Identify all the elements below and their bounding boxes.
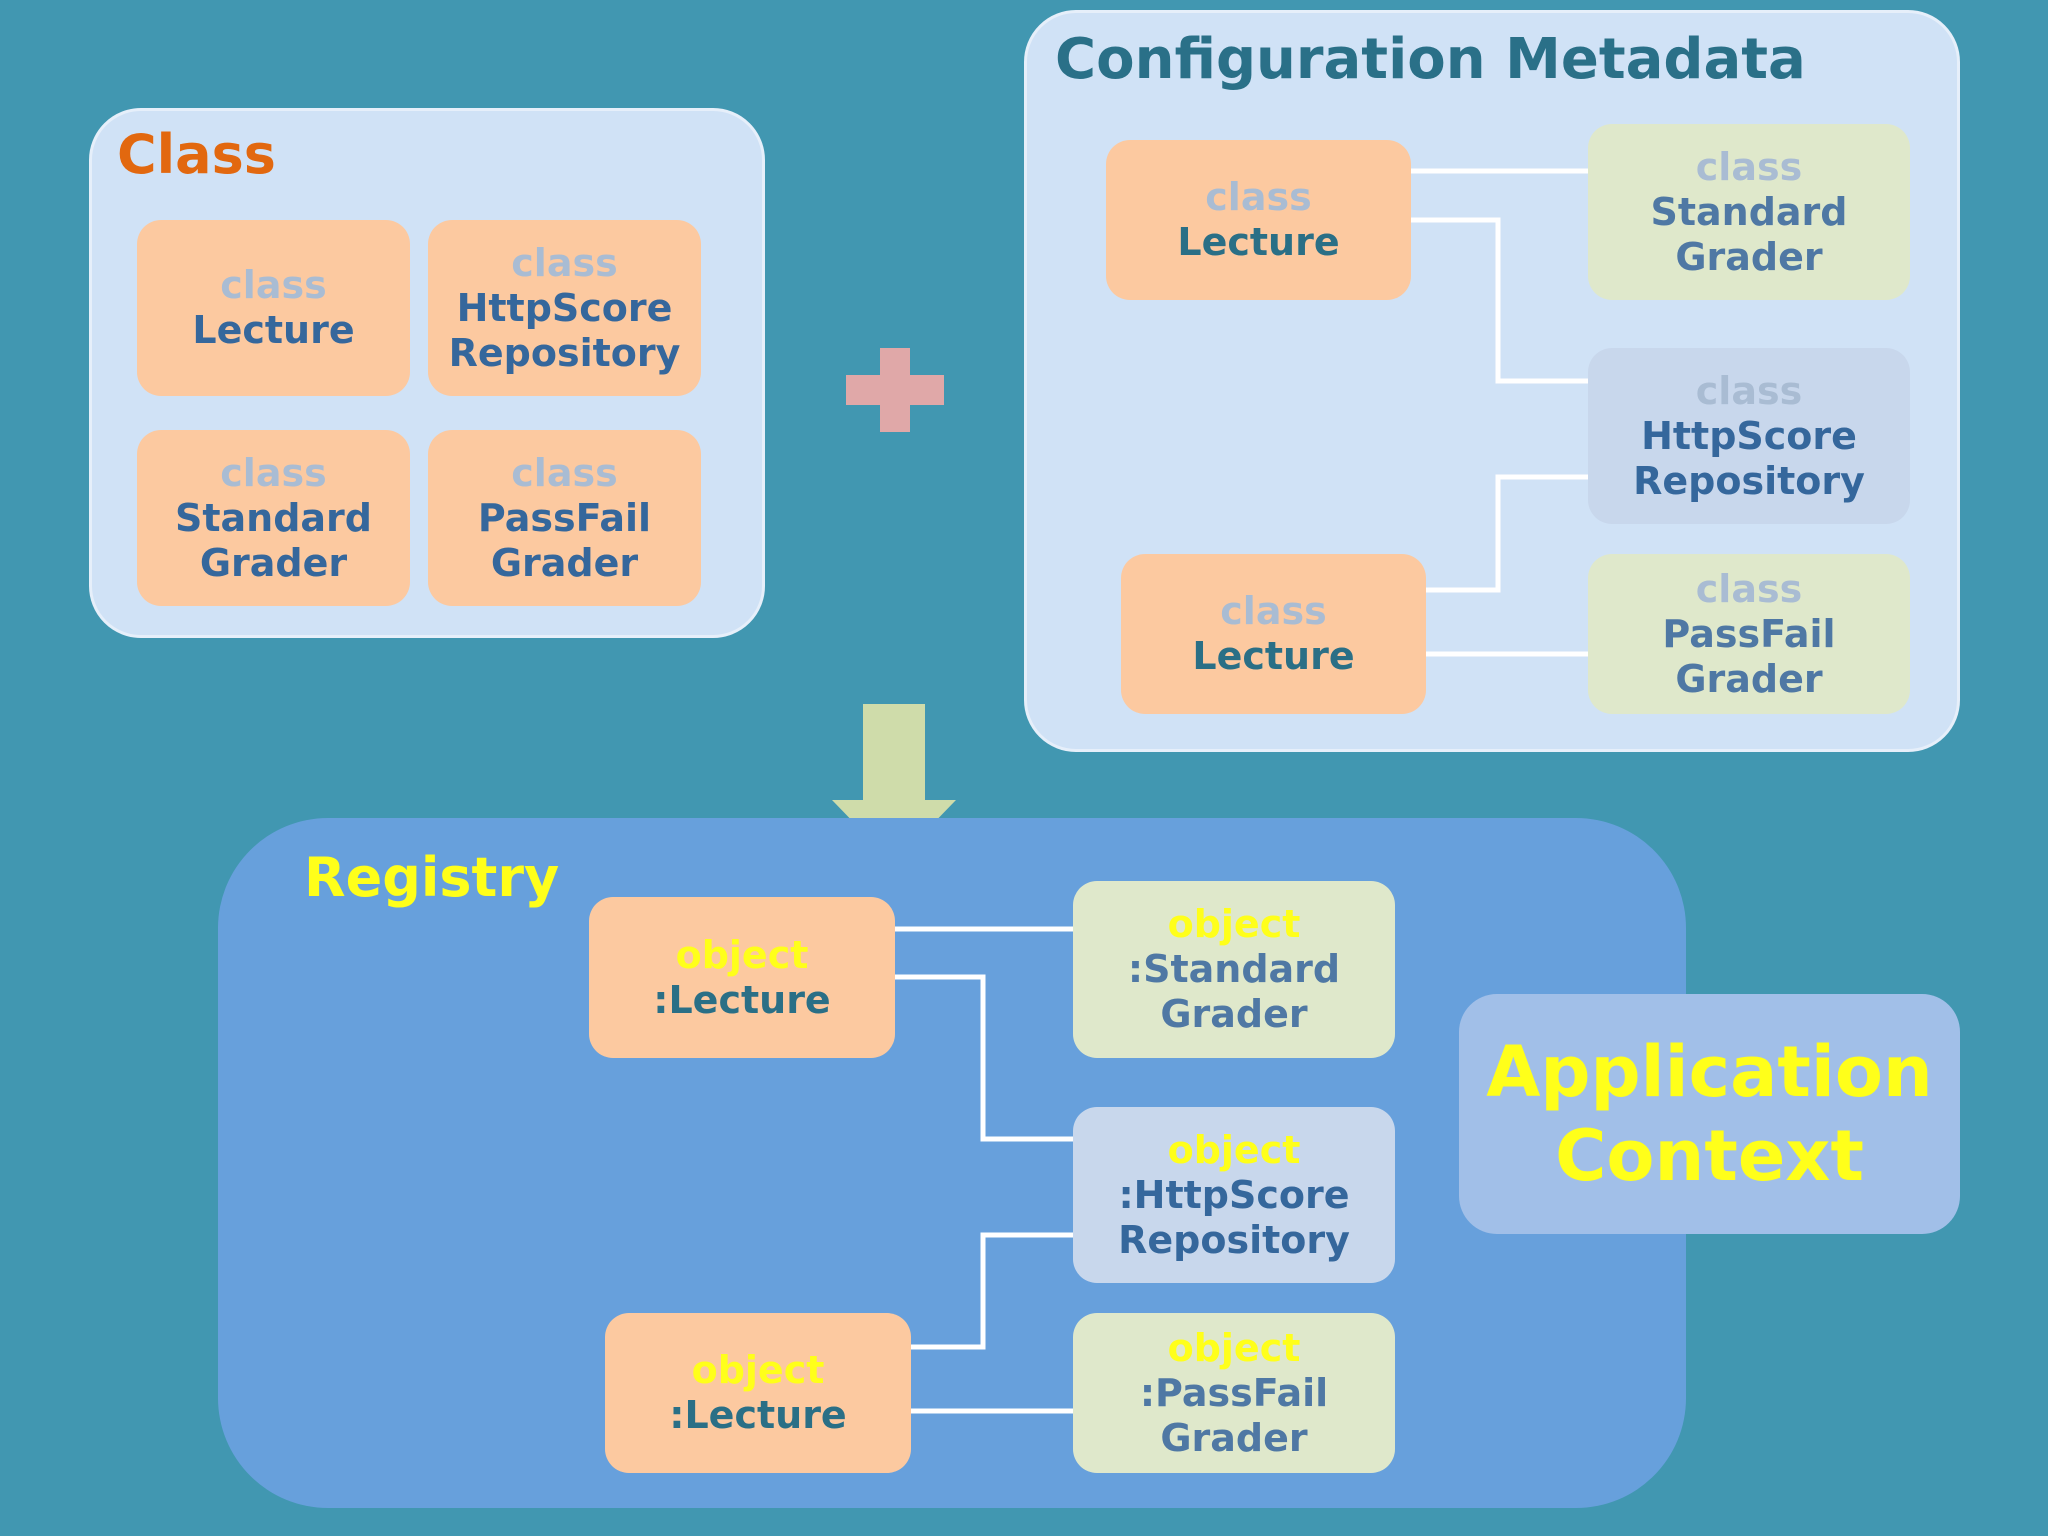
class-keyword: class [220, 263, 327, 307]
object-name-line1: :PassFail [1139, 1370, 1329, 1415]
class-box-httpscore-repository: class HttpScore Repository [428, 220, 701, 396]
class-name-line1: HttpScore [456, 285, 673, 330]
class-keyword: class [511, 240, 618, 285]
class-box-lecture: class Lecture [137, 220, 410, 396]
class-panel-title: Class [117, 123, 276, 186]
class-keyword: class [1220, 589, 1327, 633]
plus-icon [846, 348, 944, 432]
registry-box-httpscore-repository: object :HttpScore Repository [1073, 1107, 1395, 1283]
class-name-line1: HttpScore [1641, 413, 1857, 458]
class-box-standard-grader: class Standard Grader [137, 430, 410, 606]
class-name: Lecture [1177, 220, 1340, 264]
registry-box-lecture-2: object :Lecture [605, 1313, 911, 1473]
class-keyword: class [511, 450, 618, 495]
class-name-line1: Standard [1650, 189, 1848, 234]
class-name-line2: Repository [448, 330, 681, 375]
class-name-line2: Grader [490, 540, 639, 585]
object-name-line2: Repository [1118, 1217, 1350, 1262]
registry-box-lecture-1: object :Lecture [589, 897, 895, 1058]
application-context-line2: Context [1555, 1115, 1864, 1197]
config-box-passfail-grader: class PassFail Grader [1588, 554, 1910, 714]
object-keyword: object [1167, 1325, 1301, 1370]
application-context-line1: Application [1486, 1031, 1933, 1113]
object-name-line2: Grader [1160, 1415, 1308, 1460]
object-name: :Lecture [653, 977, 831, 1022]
class-name-line2: Grader [1675, 234, 1823, 279]
class-keyword: class [1695, 368, 1803, 413]
class-keyword: class [1695, 566, 1803, 611]
class-keyword: class [220, 450, 327, 495]
registry-title: Registry [304, 846, 560, 909]
config-box-httpscore-repository: class HttpScore Repository [1588, 348, 1910, 524]
class-box-passfail-grader: class PassFail Grader [428, 430, 701, 606]
class-name-line2: Grader [199, 540, 348, 585]
object-keyword: object [1167, 1127, 1301, 1172]
config-box-standard-grader: class Standard Grader [1588, 124, 1910, 300]
class-name-line1: PassFail [1662, 611, 1836, 656]
object-keyword: object [1167, 902, 1301, 946]
class-name-line2: Grader [1675, 656, 1823, 701]
class-name: Lecture [1192, 634, 1355, 678]
registry-box-standard-grader: object :Standard Grader [1073, 881, 1395, 1058]
class-keyword: class [1205, 175, 1312, 219]
config-metadata-title: Configuration Metadata [1055, 27, 1806, 92]
class-name: Lecture [192, 308, 355, 352]
object-name-line1: :HttpScore [1118, 1172, 1350, 1217]
object-keyword: object [691, 1348, 825, 1392]
class-name-line2: Repository [1633, 458, 1865, 503]
application-context-panel: Application Context [1459, 994, 1960, 1234]
object-name-line2: Grader [1160, 992, 1308, 1036]
class-name-line1: Standard [174, 495, 372, 540]
object-keyword: object [675, 932, 809, 977]
registry-box-passfail-grader: object :PassFail Grader [1073, 1313, 1395, 1473]
class-keyword: class [1695, 144, 1803, 189]
object-name-line1: :Standard [1127, 947, 1341, 991]
object-name: :Lecture [669, 1393, 847, 1437]
config-box-lecture-1: class Lecture [1106, 140, 1411, 300]
class-name-line1: PassFail [477, 495, 652, 540]
config-box-lecture-2: class Lecture [1121, 554, 1426, 714]
registry-panel: Registry [218, 818, 1686, 1508]
